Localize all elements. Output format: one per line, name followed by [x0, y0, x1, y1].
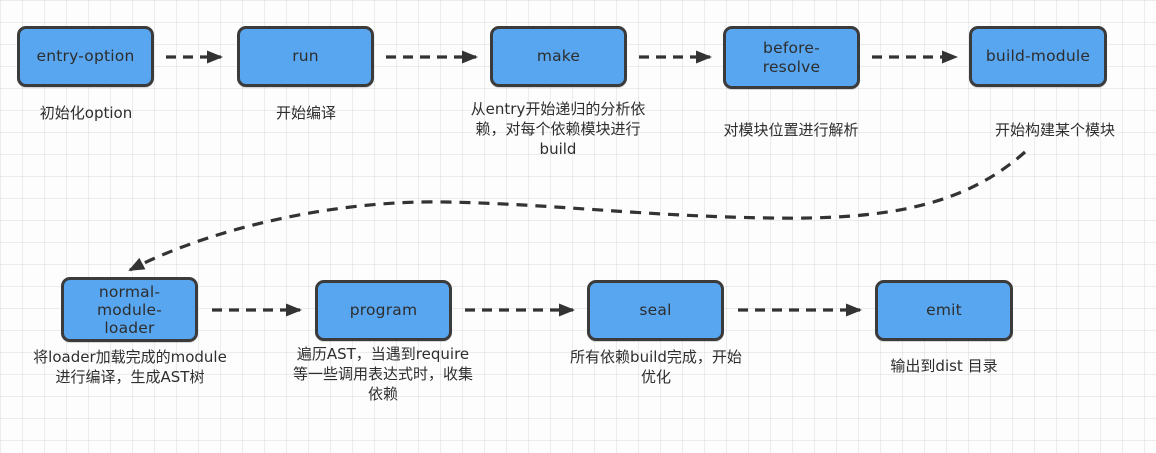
node-program[interactable]: program: [315, 280, 452, 341]
node-title: make: [536, 47, 581, 65]
node-run[interactable]: run: [237, 26, 374, 87]
node-title: seal: [639, 301, 672, 319]
caption-run: 开始编译: [275, 104, 336, 122]
caption-normal-module-loader: 将loader加载完成的module 进行编译，生成AST树: [33, 348, 227, 386]
node-title: normal-: [98, 282, 161, 301]
caption-program: 遍历AST，当遇到require 等一些调用表达式时，收集 依赖: [292, 345, 473, 403]
node-title: resolve: [762, 57, 821, 76]
node-seal[interactable]: seal: [587, 280, 724, 341]
node-make[interactable]: make: [490, 26, 627, 87]
node-entry-option[interactable]: entry-option: [17, 26, 154, 87]
caption-seal: 所有依赖build完成，开始 优化: [570, 348, 742, 386]
node-title: loader: [104, 318, 155, 337]
edge-build-module-normal-module-loader: [128, 150, 1027, 272]
node-title: program: [349, 301, 418, 319]
node-emit[interactable]: emit: [875, 280, 1013, 341]
caption-entry-option: 初始化option: [39, 104, 133, 122]
node-before-resolve[interactable]: before- resolve: [723, 26, 860, 89]
caption-emit: 输出到dist 目录: [890, 357, 998, 375]
node-title: entry-option: [36, 47, 135, 65]
node-title: build-module: [985, 47, 1091, 65]
node-title: module-: [96, 300, 163, 319]
caption-make: 从entry开始递归的分析依 赖，对每个依赖模块进行 build: [470, 100, 646, 158]
caption-build-module: 开始构建某个模块: [994, 121, 1115, 139]
node-title: emit: [926, 301, 962, 319]
caption-before-resolve: 对模块位置进行解析: [723, 121, 859, 139]
node-title: run: [292, 47, 319, 65]
node-title: before-: [763, 38, 820, 57]
node-build-module[interactable]: build-module: [969, 26, 1107, 87]
node-normal-module-loader[interactable]: normal- module- loader: [61, 277, 198, 342]
